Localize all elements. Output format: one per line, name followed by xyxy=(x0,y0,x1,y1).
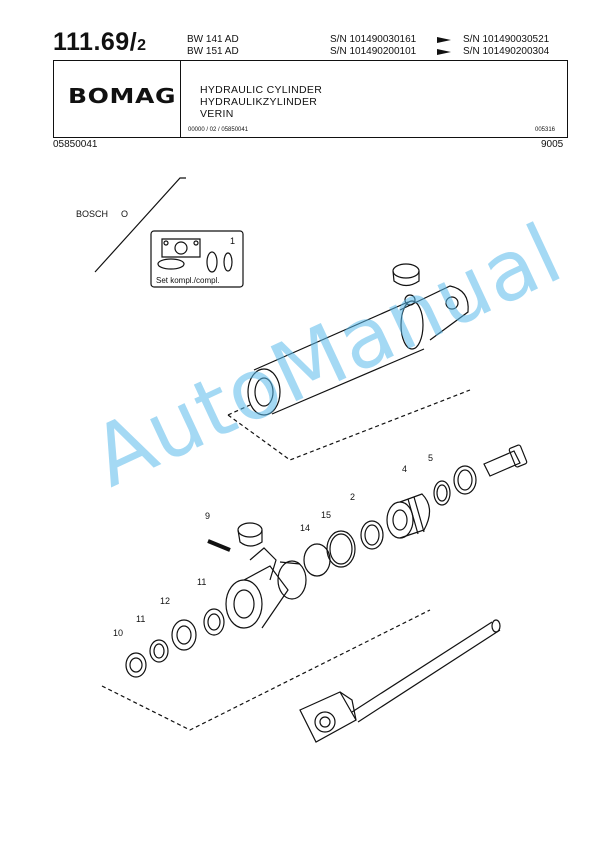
callout-9: 9 xyxy=(205,511,210,521)
piston xyxy=(386,493,431,539)
header-divider xyxy=(180,60,182,138)
cylinder-barrel xyxy=(247,263,469,416)
serial-to-2: S/N 101490200304 xyxy=(463,46,550,57)
document-number: 05850041 xyxy=(53,139,98,150)
callout-11b: 11 xyxy=(136,614,145,624)
arrow-right-icon xyxy=(437,37,451,43)
rings: 2 15 14 xyxy=(300,492,384,577)
header-box xyxy=(53,60,568,138)
title-de: HYDRAULIKZYLINDER xyxy=(200,96,318,108)
callout-2: 2 xyxy=(350,492,355,502)
date-code: 9005 xyxy=(541,139,564,150)
title-fr: VERIN xyxy=(200,108,234,120)
small-seals: 11 12 11 10 xyxy=(113,577,225,678)
model-line-1: BW 141 AD xyxy=(187,34,239,45)
arrow-right-icon xyxy=(437,49,451,55)
callout-5: 5 xyxy=(428,453,433,463)
title-en: HYDRAULIC CYLINDER xyxy=(200,84,323,96)
bosch-label: BOSCH xyxy=(76,209,108,219)
callout-10: 10 xyxy=(113,628,123,638)
brand-logo: BOMAG xyxy=(68,84,177,108)
page-number: 111.69/2 xyxy=(53,28,147,56)
cylinder-head: 9 xyxy=(205,511,307,629)
end-bolt: 5 4 xyxy=(402,444,528,506)
reference-code: 00000 / 02 / 05850041 xyxy=(188,127,249,133)
seal-set-inset: 1 Set kompl./compl. xyxy=(150,230,244,288)
exploded-parts-diagram: BOSCH O 1 Set kompl./compl. xyxy=(76,177,528,743)
piston-rod xyxy=(299,619,501,743)
bosch-reference: BOSCH O xyxy=(76,177,186,273)
serial-from-2: S/N 101490200101 xyxy=(330,46,417,57)
model-line-2: BW 151 AD xyxy=(187,46,239,57)
callout-11a: 11 xyxy=(197,577,206,587)
callout-4: 4 xyxy=(402,464,407,474)
serial-from-1: S/N 101490030161 xyxy=(330,34,417,45)
bosch-suffix: O xyxy=(121,209,128,219)
set-label: Set kompl./compl. xyxy=(156,276,220,285)
callout-1: 1 xyxy=(230,236,235,246)
callout-15: 15 xyxy=(321,510,331,520)
serial-to-1: S/N 101490030521 xyxy=(463,34,550,45)
reference-right: 005316 xyxy=(535,127,556,133)
callout-14: 14 xyxy=(300,523,310,533)
callout-12: 12 xyxy=(160,596,170,606)
